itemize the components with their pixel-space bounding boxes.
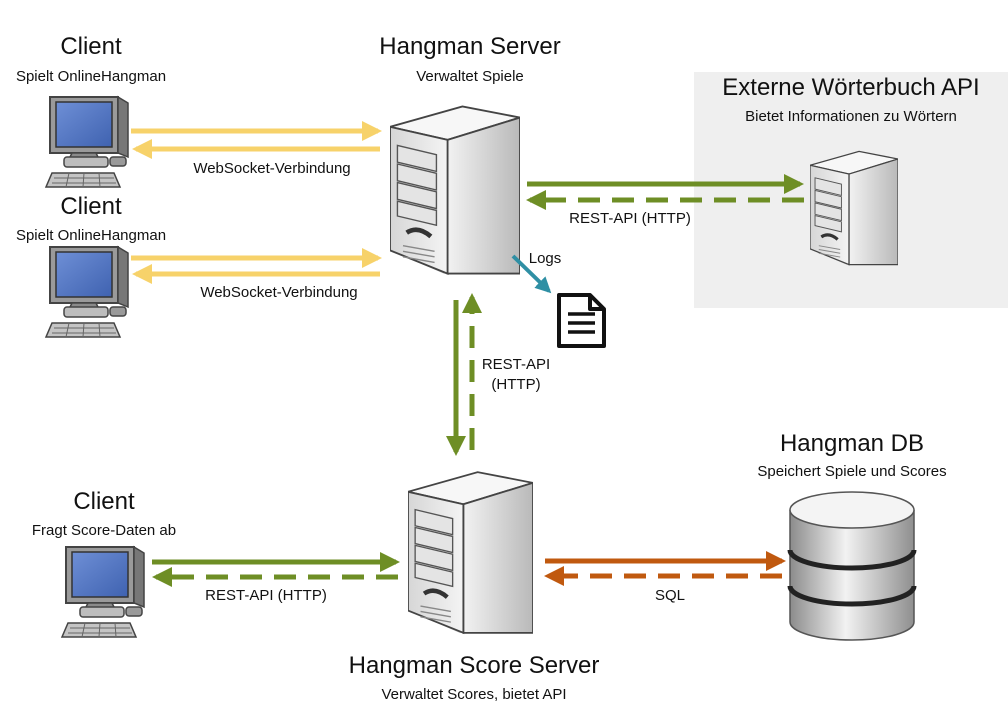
rest-server-score-arrows — [446, 293, 482, 456]
client3-subtitle: Fragt Score-Daten ab — [31, 522, 177, 539]
client3-title: Client — [73, 488, 135, 515]
client2-title: Client — [60, 193, 122, 220]
sql-arrows — [544, 551, 786, 586]
ws2-arrows — [131, 248, 382, 284]
client2-subtitle: Spielt OnlineHangman — [15, 227, 167, 244]
hangman-server-subtitle: Verwaltet Spiele — [416, 68, 524, 85]
rest-client-score-label: REST-API (HTTP) — [205, 587, 327, 604]
ws2-label: WebSocket-Verbindung — [200, 284, 358, 301]
hangman-server-icon — [390, 106, 520, 273]
client1-computer-icon — [45, 96, 129, 188]
rest-dictionary-arrows — [526, 174, 804, 210]
sql-label: SQL — [654, 587, 685, 604]
ws1-label: WebSocket-Verbindung — [193, 160, 351, 177]
database-icon — [787, 491, 917, 641]
rest-dictionary-label: REST-API (HTTP) — [569, 210, 691, 227]
document-icon — [557, 293, 606, 348]
score-server-subtitle: Verwaltet Scores, bietet API — [381, 686, 567, 703]
score-server-icon — [408, 472, 533, 633]
rest-client-score-arrows — [152, 552, 400, 587]
logs-label: Logs — [528, 250, 562, 267]
rest-server-score-label-line2: (HTTP) — [491, 376, 541, 393]
ws1-arrows — [131, 121, 382, 159]
client3-computer-icon — [61, 546, 145, 638]
logs-arrow — [511, 254, 552, 294]
hangman-db-title: Hangman DB — [779, 430, 925, 457]
score-server-title: Hangman Score Server — [348, 652, 600, 679]
dictionary-api-server-icon — [810, 149, 898, 267]
client2-computer-icon — [45, 246, 129, 338]
dictionary-api-title: Externe Wörterbuch API — [722, 74, 980, 101]
client1-subtitle: Spielt OnlineHangman — [15, 68, 167, 85]
hangman-db-subtitle: Speichert Spiele und Scores — [757, 463, 947, 480]
hangman-server-title: Hangman Server — [379, 33, 561, 60]
dictionary-api-subtitle: Bietet Informationen zu Wörtern — [745, 108, 957, 125]
client1-title: Client — [60, 33, 122, 60]
rest-server-score-label-line1: REST-API — [481, 356, 551, 373]
